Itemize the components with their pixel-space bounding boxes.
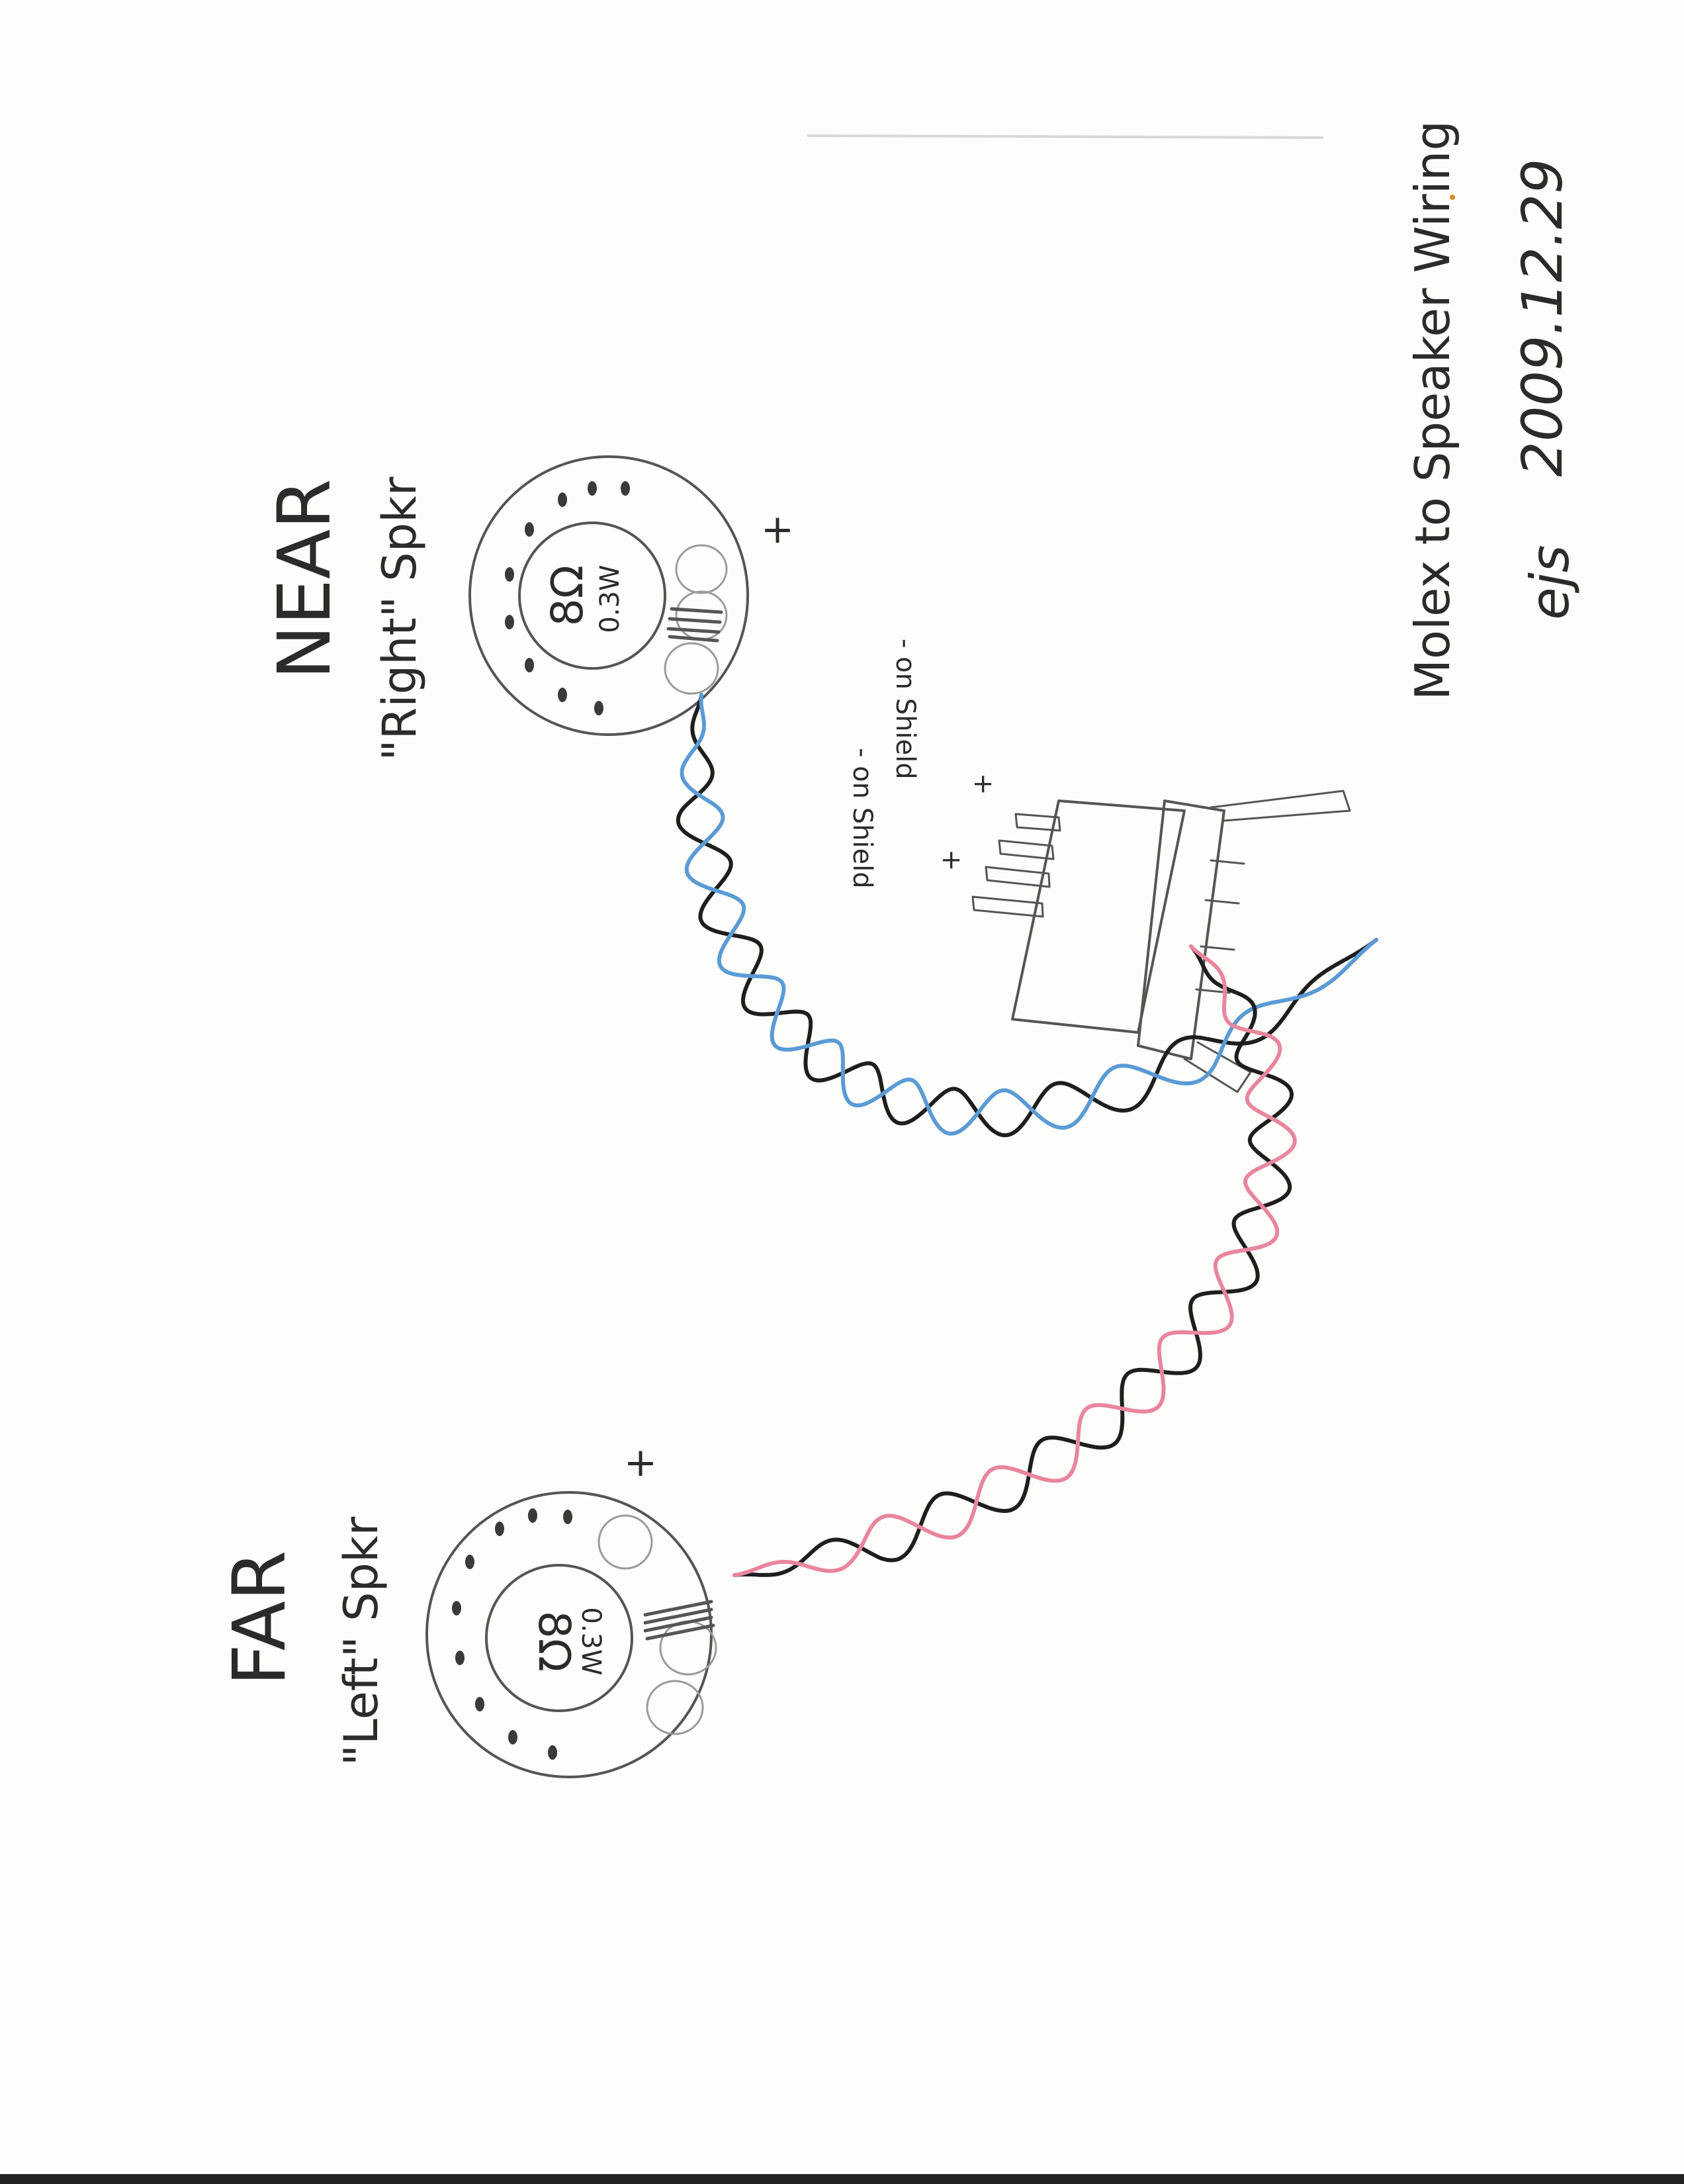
author-initials: ejs <box>1519 545 1581 619</box>
near-speaker-frame <box>468 455 749 736</box>
connector-cavities <box>1195 859 1245 994</box>
near-speaker-impedance: 8Ω <box>542 565 593 626</box>
diagram-date: 2009.12.29 <box>1510 159 1575 477</box>
near-speaker-terminals <box>664 544 728 695</box>
scan-edge <box>0 2174 1684 2184</box>
molex-connector: + - on Shield + - on Shield <box>847 639 1351 1093</box>
pencil-dot <box>1450 195 1455 200</box>
connector-wire-entry <box>1183 790 1351 1093</box>
twisted-pair-wires <box>676 693 1378 1577</box>
far-speaker-impedance: 8Ω <box>529 1611 580 1672</box>
connector-pin-label-1: + <box>968 773 998 796</box>
near-speaker-position-label: NEAR <box>262 478 347 679</box>
far-speaker-terminals <box>598 1514 717 1735</box>
far-speaker-mounting-holes <box>452 1508 572 1760</box>
far-speaker-polarity: + <box>624 1439 657 1486</box>
far-speaker-cone <box>485 1564 633 1712</box>
far-speaker-position-label: FAR <box>217 1551 302 1686</box>
near-speaker-positive-wire <box>680 693 1378 1136</box>
scan-artifact-line <box>807 134 1324 139</box>
connector-pin-label-4: - on Shield <box>847 748 877 889</box>
connector-pins <box>971 813 1061 918</box>
connector-housing <box>1011 799 1186 1034</box>
connector-flange <box>1137 799 1225 1060</box>
far-speaker-power: 0.3W <box>576 1607 606 1675</box>
near-speaker-mounting-holes <box>505 481 630 715</box>
connector-pin-label-3: + <box>936 849 967 872</box>
near-speaker: NEAR "Right" Spkr 8Ω 0.3W + <box>262 455 794 761</box>
near-speaker-cone <box>518 522 666 670</box>
far-speaker-positive-wire <box>732 944 1297 1577</box>
diagram-title: Molex to Speaker Wiring <box>1405 120 1460 700</box>
far-speaker: FAR "Left" Spkr 8Ω 0.3W + <box>217 1439 717 1778</box>
far-speaker-role-label: "Left" Spkr <box>334 1517 388 1766</box>
near-speaker-power: 0.3W <box>595 565 625 633</box>
near-speaker-polarity: + <box>761 506 794 553</box>
near-speaker-role-label: "Right" Spkr <box>373 477 427 760</box>
connector-pin-label-2: - on Shield <box>890 639 920 780</box>
